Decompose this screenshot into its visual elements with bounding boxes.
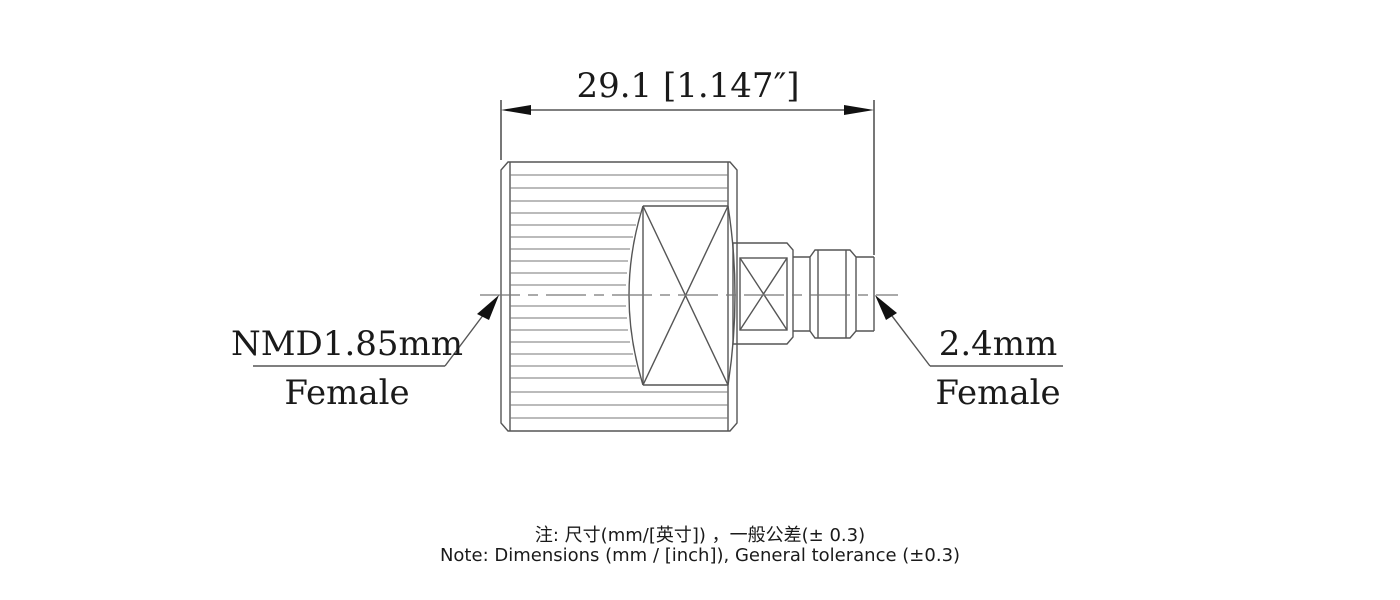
rear-connector-body [732, 242, 875, 345]
left-connector-gender: Female [284, 373, 409, 413]
overall-length-dimension: 29.1 [1.147″] [576, 66, 799, 106]
right-connector-gender: Female [935, 373, 1060, 413]
knurled-nut-body [500, 161, 738, 432]
left-connector-type: NMD1.85mm [231, 324, 463, 364]
note-chinese: 注: 尺寸(mm/[英寸]) ，一般公差(± 0.3) [534, 525, 866, 546]
note-english: Note: Dimensions (mm / [inch]), General … [439, 545, 961, 566]
right-connector-type: 2.4mm [939, 324, 1058, 364]
